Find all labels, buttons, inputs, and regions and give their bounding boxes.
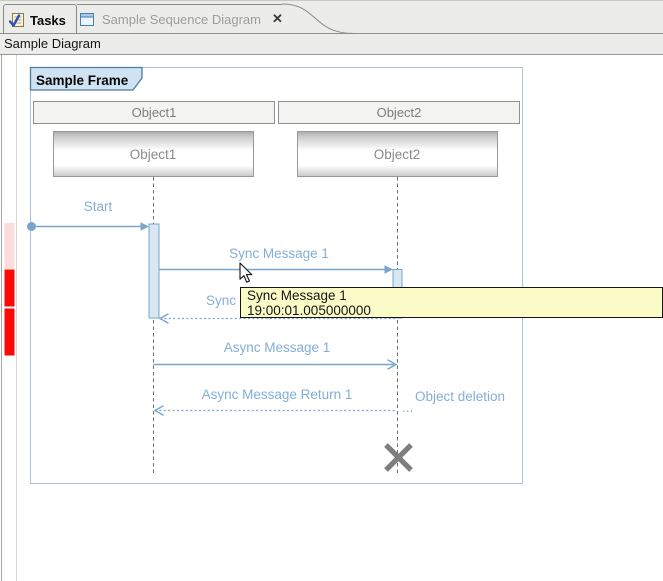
message-async1-label[interactable]: Async Message 1 [224, 340, 331, 355]
tab-tasks-label: Tasks [30, 13, 66, 28]
message-syncreturn-arrowhead [160, 314, 169, 323]
destruction-x-icon[interactable] [386, 445, 411, 470]
lifeline-box-object2-label: Object2 [374, 147, 421, 162]
sequence-diagram-icon [80, 12, 95, 27]
message-sync1-arrowhead [385, 265, 394, 273]
tab-tasks[interactable]: Tasks [3, 4, 77, 35]
message-start-arrowhead [141, 222, 150, 230]
tab-sample-sequence-diagram[interactable]: Sample Sequence Diagram ✕ [80, 4, 283, 34]
activation-object1[interactable] [149, 224, 159, 318]
message-asyncreturn-label[interactable]: Async Message Return 1 [202, 387, 353, 402]
compression-segment-red-1[interactable] [5, 270, 15, 307]
found-message-circle[interactable] [27, 222, 36, 231]
tab-bar: Tasks Sample Sequence Diagram ✕ [0, 0, 663, 34]
deletion-ellipsis: ... [402, 400, 413, 415]
compression-segment-pink[interactable] [5, 223, 15, 269]
lifeline-header-object1-label: Object1 [132, 105, 177, 120]
lifeline-box-object1-label: Object1 [130, 147, 177, 162]
compression-segment-red-2[interactable] [5, 309, 15, 356]
frame-border [31, 68, 523, 484]
view-header: Sample Diagram [0, 34, 663, 55]
message-deletion-label[interactable]: Object deletion [415, 389, 505, 404]
view-header-title: Sample Diagram [4, 36, 101, 51]
message-start-label[interactable]: Start [84, 199, 113, 214]
tooltip-timestamp: 19:00:01.005000000 [247, 304, 658, 319]
frame-title: Sample Frame [36, 73, 129, 88]
tooltip-title: Sync Message 1 [247, 289, 658, 304]
message-sync1-label[interactable]: Sync Message 1 [229, 246, 329, 261]
tasks-icon [9, 12, 25, 28]
tab-close-icon[interactable]: ✕ [272, 11, 283, 27]
message-tooltip: Sync Message 1 19:00:01.005000000 [240, 287, 663, 318]
lifeline-header-object2-label: Object2 [377, 105, 422, 120]
message-asyncreturn-arrowhead [155, 406, 164, 415]
tab-sample-sequence-diagram-label: Sample Sequence Diagram [102, 12, 261, 27]
